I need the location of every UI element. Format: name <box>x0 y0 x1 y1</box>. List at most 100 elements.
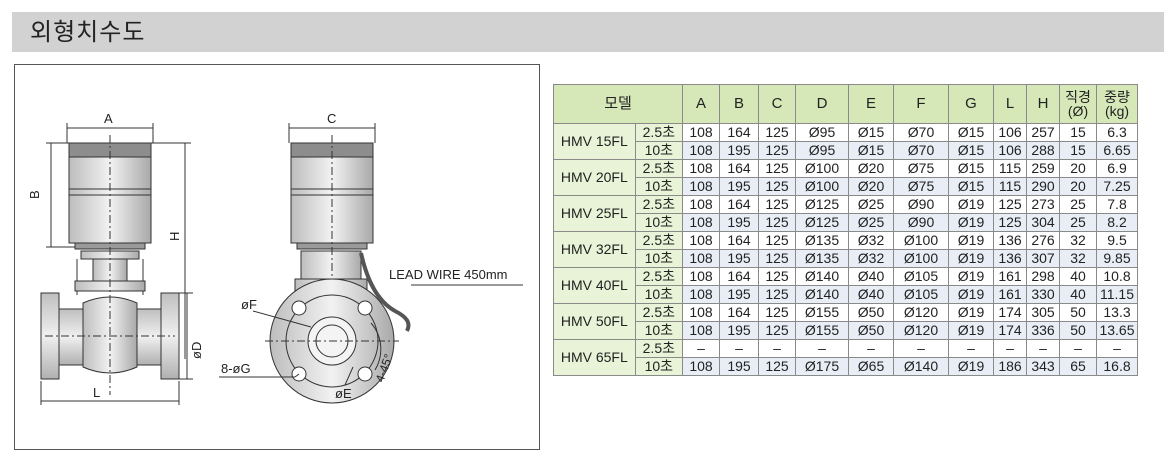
value-cell: Ø95 <box>795 123 849 142</box>
header-f: F <box>893 84 949 124</box>
label-og: 8-øG <box>221 361 251 376</box>
header-diameter: 직경(Ø) <box>1059 84 1097 124</box>
value-cell: Ø15 <box>948 159 994 178</box>
value-cell: Ø20 <box>848 177 894 196</box>
value-cell: Ø75 <box>893 159 949 178</box>
value-cell: 6.65 <box>1096 141 1138 160</box>
value-cell: 108 <box>682 321 720 340</box>
value-cell: 125 <box>758 141 796 160</box>
value-cell: 195 <box>719 321 759 340</box>
speed-cell: 10초 <box>634 213 684 232</box>
value-cell: 115 <box>993 177 1027 196</box>
value-cell: 125 <box>758 123 796 142</box>
value-cell: 16.8 <box>1096 357 1138 376</box>
value-cell: 298 <box>1026 267 1060 286</box>
value-cell: 164 <box>719 267 759 286</box>
value-cell: Ø19 <box>948 321 994 340</box>
value-cell: – <box>1059 339 1097 358</box>
value-cell: 25 <box>1059 213 1097 232</box>
header-h: H <box>1026 84 1060 124</box>
speed-cell: 2.5초 <box>634 159 684 178</box>
value-cell: Ø90 <box>893 213 949 232</box>
value-cell: Ø15 <box>948 141 994 160</box>
value-cell: Ø105 <box>893 267 949 286</box>
label-c: C <box>327 111 336 126</box>
value-cell: 10.8 <box>1096 267 1138 286</box>
value-cell: 11.15 <box>1096 285 1138 304</box>
header-c: C <box>758 84 796 124</box>
spec-table: 모델 A B C D E F G L H 직경(Ø) 중량(kg) HMV 15… <box>553 84 1138 376</box>
value-cell: 195 <box>719 213 759 232</box>
value-cell: 330 <box>1026 285 1060 304</box>
value-cell: 125 <box>758 213 796 232</box>
speed-cell: 2.5초 <box>634 195 684 214</box>
speed-cell: 2.5초 <box>634 339 684 358</box>
value-cell: 15 <box>1059 141 1097 160</box>
value-cell: Ø19 <box>948 231 994 250</box>
value-cell: 108 <box>682 267 720 286</box>
value-cell: Ø15 <box>948 177 994 196</box>
value-cell: – <box>848 339 894 358</box>
value-cell: 108 <box>682 177 720 196</box>
value-cell: 195 <box>719 285 759 304</box>
value-cell: 290 <box>1026 177 1060 196</box>
value-cell: 125 <box>758 159 796 178</box>
value-cell: 9.85 <box>1096 249 1138 268</box>
speed-cell: 10초 <box>634 285 684 304</box>
value-cell: 108 <box>682 159 720 178</box>
value-cell: 20 <box>1059 159 1097 178</box>
value-cell: 164 <box>719 123 759 142</box>
value-cell: 336 <box>1026 321 1060 340</box>
value-cell: 7.8 <box>1096 195 1138 214</box>
value-cell: 273 <box>1026 195 1060 214</box>
value-cell: 106 <box>993 123 1027 142</box>
value-cell: 164 <box>719 159 759 178</box>
value-cell: 20 <box>1059 177 1097 196</box>
value-cell: Ø25 <box>848 213 894 232</box>
value-cell: 186 <box>993 357 1027 376</box>
value-cell: Ø140 <box>795 285 849 304</box>
label-h: H <box>167 232 182 241</box>
value-cell: Ø100 <box>893 231 949 250</box>
value-cell: 174 <box>993 321 1027 340</box>
value-cell: 8.2 <box>1096 213 1138 232</box>
value-cell: 305 <box>1026 303 1060 322</box>
header-diameter-line2: (Ø) <box>1067 103 1089 119</box>
value-cell: Ø140 <box>795 267 849 286</box>
value-cell: 9.5 <box>1096 231 1138 250</box>
value-cell: 136 <box>993 231 1027 250</box>
label-oe: øE <box>335 386 352 401</box>
value-cell: Ø19 <box>948 303 994 322</box>
value-cell: Ø105 <box>893 285 949 304</box>
dimension-drawing: A B C H øD L øF 8-øG øE 4-45° LEAD WIRE … <box>14 64 540 450</box>
value-cell: Ø140 <box>893 357 949 376</box>
value-cell: 164 <box>719 195 759 214</box>
value-cell: 25 <box>1059 195 1097 214</box>
model-cell: HMV 25FL <box>553 195 636 232</box>
value-cell: 307 <box>1026 249 1060 268</box>
speed-cell: 10초 <box>634 321 684 340</box>
speed-cell: 2.5초 <box>634 231 684 250</box>
value-cell: – <box>758 339 796 358</box>
value-cell: Ø90 <box>893 195 949 214</box>
value-cell: Ø175 <box>795 357 849 376</box>
value-cell: 108 <box>682 285 720 304</box>
value-cell: 304 <box>1026 213 1060 232</box>
value-cell: 125 <box>993 213 1027 232</box>
value-cell: Ø19 <box>948 195 994 214</box>
speed-cell: 10초 <box>634 177 684 196</box>
header-b: B <box>719 84 759 124</box>
value-cell: 125 <box>758 249 796 268</box>
value-cell: – <box>1026 339 1060 358</box>
value-cell: 32 <box>1059 231 1097 250</box>
